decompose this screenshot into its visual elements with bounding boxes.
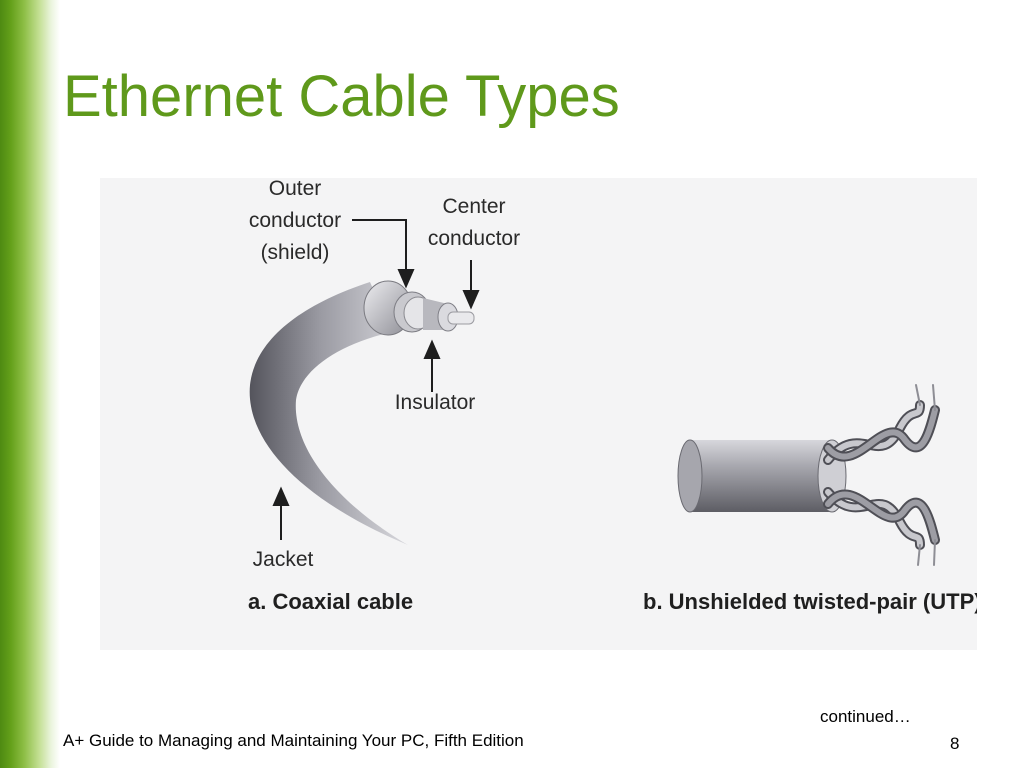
label-arrows <box>272 219 480 540</box>
coax-caption: a. Coaxial cable <box>248 589 413 614</box>
center-conductor-label: conductor <box>428 227 520 250</box>
jacket-label: Jacket <box>253 548 314 571</box>
cable-illustration: Outer conductor (shield) Center conducto… <box>248 178 977 614</box>
slide-title: Ethernet Cable Types <box>63 64 620 129</box>
utp-caption: b. Unshielded twisted-pair (UTP) <box>643 589 977 614</box>
utp-twisted-pairs <box>823 384 940 566</box>
outer-conductor-label: (shield) <box>261 241 330 264</box>
coax-jacket <box>249 282 408 545</box>
cable-figure: Outer conductor (shield) Center conducto… <box>100 178 977 650</box>
footer-text: A+ Guide to Managing and Maintaining You… <box>63 731 524 750</box>
coax-shield <box>363 280 433 336</box>
utp-cable <box>677 439 847 513</box>
page-number: 8 <box>950 734 960 753</box>
green-side-bar <box>0 0 60 768</box>
continued-note: continued… <box>820 707 911 726</box>
outer-conductor-label: Outer <box>269 178 322 200</box>
outer-conductor-label: conductor <box>249 209 341 232</box>
insulator-label: Insulator <box>395 391 476 414</box>
center-conductor-label: Center <box>442 195 505 218</box>
coax-center-conductor <box>447 311 475 325</box>
